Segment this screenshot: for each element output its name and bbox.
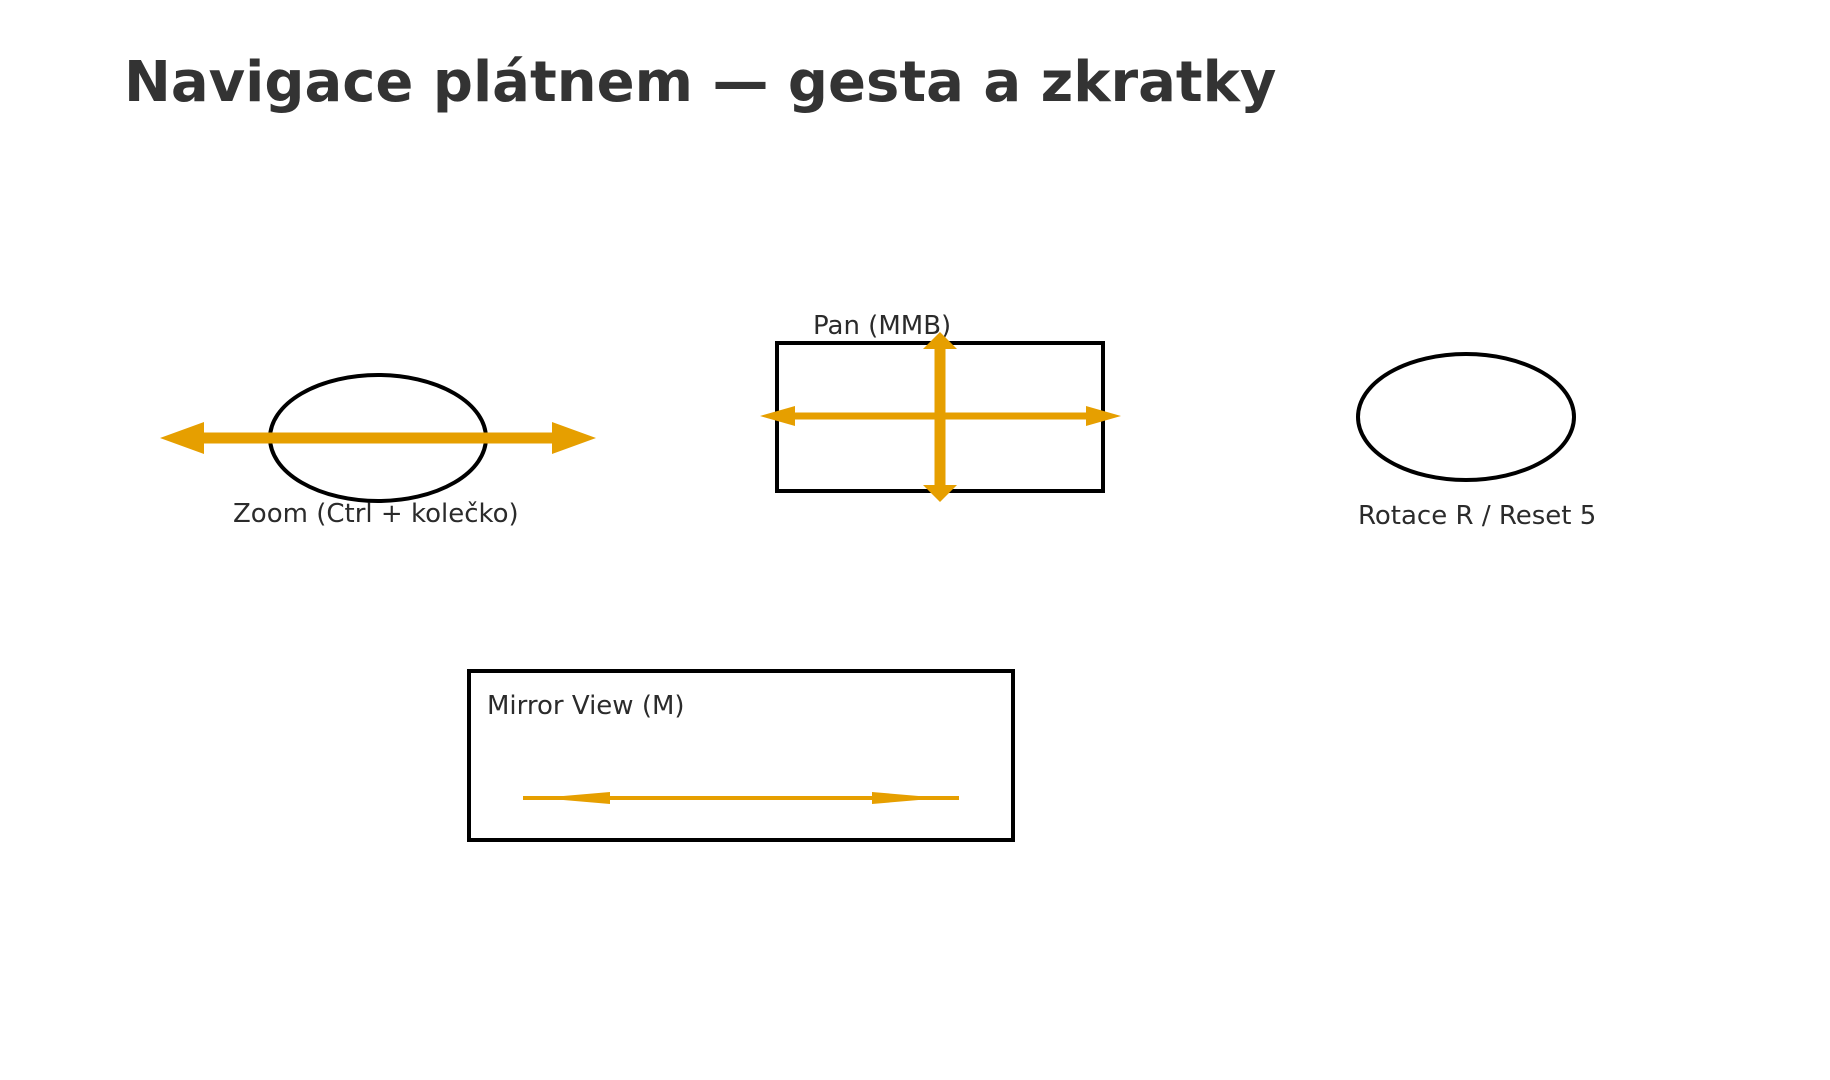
rotate-ellipse	[1356, 352, 1576, 482]
zoom-label: Zoom (Ctrl + kolečko)	[233, 499, 519, 529]
zoom-arrow-head-right	[552, 422, 596, 454]
mirror-gesture: Mirror View (M)	[467, 669, 1015, 842]
mirror-arrow-icon	[523, 792, 959, 804]
zoom-gesture: Zoom (Ctrl + kolečko)	[160, 373, 596, 529]
mirror-rectangle	[467, 669, 1015, 842]
pan-label: Pan (MMB)	[813, 311, 951, 341]
pan-arrow-head-left	[760, 406, 795, 426]
rotate-label: Rotace R / Reset 5	[1358, 501, 1596, 531]
mirror-label: Mirror View (M)	[487, 691, 685, 721]
page-title: Navigace plátnem — gesta a zkratky	[124, 50, 1276, 115]
zoom-arrow-head-left	[160, 422, 204, 454]
pan-arrow-head-right	[1086, 406, 1121, 426]
zoom-arrow-icon	[160, 422, 596, 454]
pan-arrow-head-down	[923, 485, 957, 502]
rotate-gesture: Rotace R / Reset 5	[1356, 352, 1596, 531]
pan-arrows-icon	[760, 332, 1121, 502]
pan-arrow-head-up	[923, 332, 957, 349]
mirror-arrow-head-left	[540, 792, 610, 804]
mirror-arrow-head-right	[872, 792, 942, 804]
pan-gesture: Pan (MMB)	[760, 311, 1121, 502]
